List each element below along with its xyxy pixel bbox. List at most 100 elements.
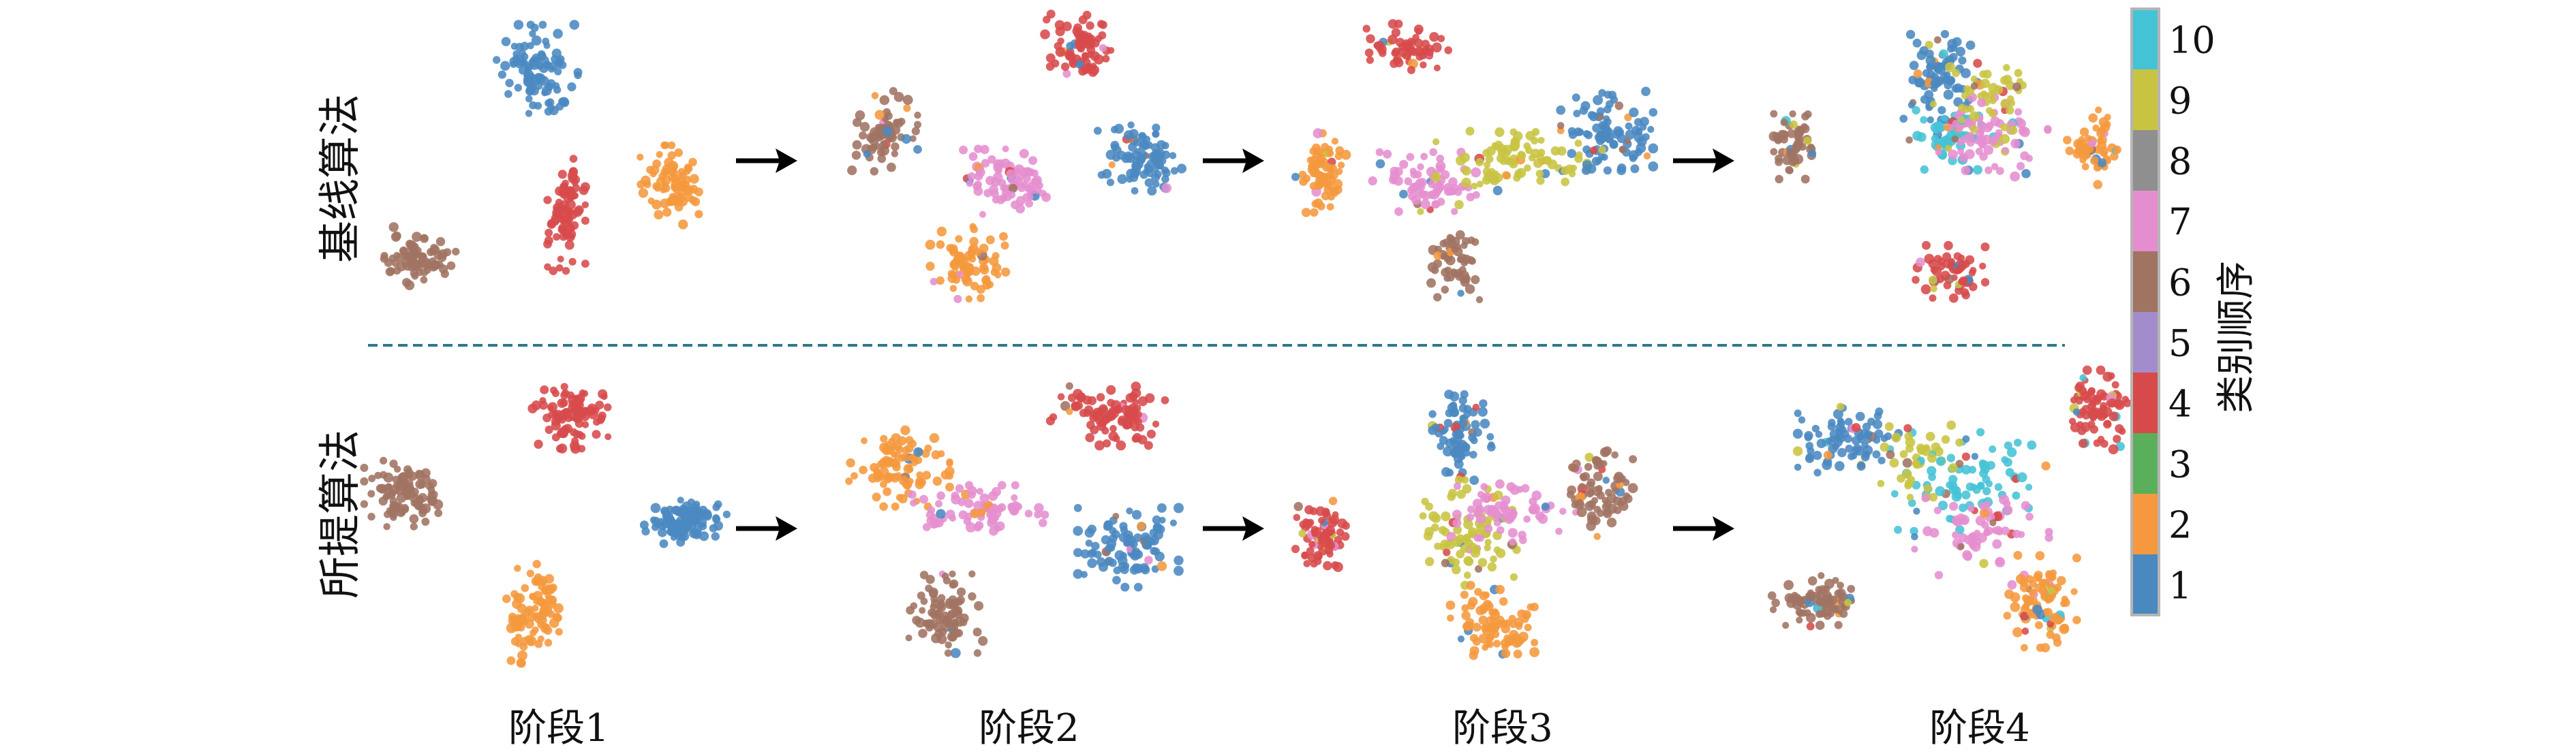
scatter-point [1328,497,1338,505]
stage-arrow [1673,516,1734,541]
scatter-point [989,526,998,536]
scatter-point [502,594,511,603]
scatter-point [549,266,558,276]
scatter-point [2044,125,2052,133]
scatter-point [1537,136,1545,144]
scatter-point [945,467,955,477]
scatter-point [1067,52,1077,62]
scatter-point [1995,129,2003,137]
scatter-point [1414,38,1424,48]
scatter-point [1102,54,1110,63]
colorbar-swatch-6 [2132,251,2159,313]
scatter-point [1159,516,1166,524]
scatter-point [945,598,953,606]
scatter-point [920,597,928,605]
scatter-point [1314,557,1322,565]
scatter-point [540,385,549,394]
scatter-point [925,575,935,584]
scatter-point [1321,172,1330,180]
scatter-point [1945,62,1956,72]
scatter-panel-2-4 [1767,365,2138,652]
stage-label-4: 阶段4 [1929,706,2030,751]
scatter-point [1114,123,1124,134]
scatter-point [1789,120,1798,129]
scatter-point [1495,479,1505,489]
scatter-point [1321,507,1330,516]
scatter-point [2090,156,2099,166]
scatter-point [1576,507,1587,518]
cluster-class-6 [1768,110,1817,184]
scatter-point [532,605,539,612]
scatter-point [1988,82,1999,93]
scatter-point [1570,164,1578,172]
scatter-point [1461,166,1471,176]
colorbar-swatch-10 [2132,9,2159,70]
scatter-point [976,168,985,177]
scatter-point [1550,146,1561,156]
scatter-point [1524,164,1531,172]
scatter-point [569,428,578,437]
scatter-point [885,112,893,121]
scatter-point [1919,46,1929,55]
scatter-point [420,276,428,284]
scatter-point [367,512,375,521]
scatter-point [877,154,887,163]
scatter-point [1486,633,1494,642]
scatter-point [2100,150,2108,157]
scatter-point [1979,558,1989,568]
scatter-point [1770,148,1778,156]
scatter-point [360,463,369,472]
scatter-point [1439,240,1447,248]
scatter-point [1109,425,1117,432]
scatter-point [1981,521,1989,529]
cluster-class-6 [1566,446,1638,540]
scatter-point [2072,408,2081,416]
scatter-point [1342,522,1350,530]
scatter-point [1959,153,1969,163]
scatter-point [572,184,581,192]
scatter-point [1310,208,1319,217]
scatter-point [1834,620,1843,629]
scatter-point [910,602,918,610]
scatter-point [1131,509,1142,520]
scatter-point [1065,382,1073,390]
scatter-point [1073,548,1083,557]
scatter-point [1478,615,1488,625]
row-label-baseline: 基线算法 [315,94,365,263]
scatter-point [1941,114,1948,122]
scatter-point [1934,571,1944,580]
scatter-point [1131,187,1139,195]
scatter-point [1505,516,1513,524]
cluster-class-7 [1935,93,2052,182]
scatter-point [873,470,883,480]
scatter-point [1321,191,1330,201]
scatter-point [1616,133,1627,144]
scatter-point [434,509,443,518]
scatter-point [846,458,855,468]
scatter-point [557,398,567,408]
scatter-point [1967,105,1975,113]
scatter-point [1891,432,1901,443]
scatter-point [1120,526,1129,534]
scatter-point [859,122,870,132]
scatter-point [514,565,521,572]
scatter-point [1974,138,1982,145]
scatter-point [1833,409,1843,420]
scatter-point [1501,648,1511,659]
scatter-point [968,255,977,263]
scatter-point [2032,604,2042,615]
scatter-point [916,471,923,479]
scatter-point [651,200,662,210]
cluster-class-6 [905,570,988,659]
scatter-point [1816,439,1826,449]
scatter-point [1984,166,1993,174]
scatter-point [1535,511,1545,521]
scatter-point [1428,410,1437,418]
scatter-point [669,526,677,533]
scatter-point [1471,183,1478,190]
scatter-point [1120,565,1129,574]
scatter-point [905,634,913,642]
scatter-point [1420,153,1428,161]
scatter-point [1463,410,1471,418]
scatter-point [1851,436,1861,445]
